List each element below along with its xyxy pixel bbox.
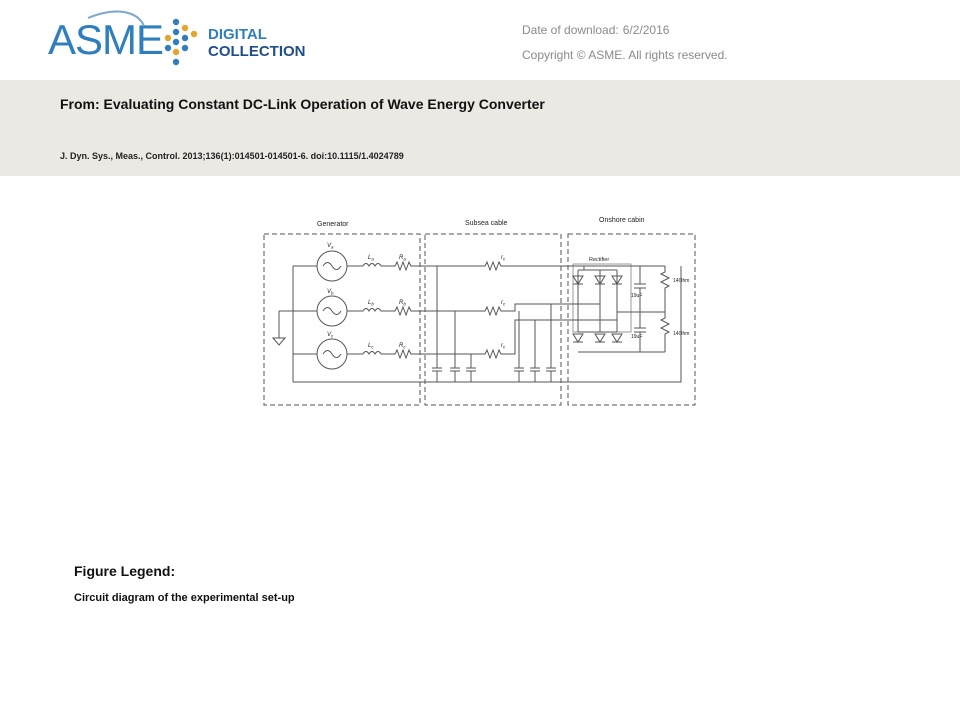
copyright: Copyright © ASME. All rights reserved. bbox=[522, 48, 728, 62]
circuit-diagram: Generator Subsea cable Onshore cabin Rec… bbox=[263, 217, 696, 406]
inductor-b-label: Lb bbox=[368, 300, 374, 307]
ground-icon bbox=[271, 337, 287, 346]
resistor-b-label: Rb bbox=[399, 300, 406, 307]
download-label: Date of download: bbox=[522, 23, 619, 37]
load-2-label: 14Ohm bbox=[673, 331, 689, 337]
label-subsea-cable: Subsea cable bbox=[465, 220, 508, 227]
download-line: Date of download:6/2/2016 bbox=[522, 18, 728, 43]
label-generator: Generator bbox=[317, 221, 349, 228]
logo-collection: COLLECTION bbox=[208, 43, 306, 60]
inductor-a-label: La bbox=[368, 255, 374, 262]
cap-1-label: 19uF bbox=[631, 293, 642, 299]
label-rectifier: Rectifier bbox=[589, 257, 609, 263]
article-citation: J. Dyn. Sys., Meas., Control. 2013;136(1… bbox=[60, 151, 404, 161]
inductor-c-label: Lc bbox=[368, 343, 374, 350]
article-title: From: Evaluating Constant DC-Link Operat… bbox=[60, 96, 545, 112]
source-c-label: Vc bbox=[327, 332, 334, 339]
figure-legend-text: Circuit diagram of the experimental set-… bbox=[74, 592, 295, 604]
load-1-label: 14Ohm bbox=[673, 278, 689, 284]
label-onshore-cabin: Onshore cabin bbox=[599, 217, 645, 224]
source-b-label: Vb bbox=[327, 289, 334, 296]
generator-box bbox=[263, 233, 421, 406]
source-c bbox=[316, 338, 348, 370]
source-a bbox=[316, 250, 348, 282]
logo-dots-icon bbox=[164, 18, 198, 66]
onshore-cabin-box bbox=[567, 233, 696, 406]
source-a-label: Va bbox=[327, 243, 334, 250]
article-band bbox=[0, 80, 960, 176]
subsea-cable-box bbox=[424, 233, 562, 406]
cable-c-label: rc bbox=[501, 343, 506, 350]
logo-digital: DIGITAL bbox=[208, 26, 267, 43]
asme-digital-collection-logo: ASME DIGITAL COLLECTION bbox=[48, 10, 306, 66]
logo-wordmark: ASME bbox=[48, 16, 163, 63]
download-meta: Date of download:6/2/2016 Copyright © AS… bbox=[522, 18, 728, 68]
rectifier-box bbox=[572, 263, 632, 333]
figure-legend-title: Figure Legend: bbox=[74, 563, 176, 579]
resistor-a-label: Ra bbox=[399, 255, 406, 262]
source-b bbox=[316, 295, 348, 327]
cable-a-label: rc bbox=[501, 255, 506, 262]
logo-swoosh bbox=[87, 10, 145, 27]
cap-2-label: 19uF bbox=[631, 334, 642, 340]
cable-b-label: rc bbox=[501, 300, 506, 307]
header: ASME DIGITAL COLLECTION Date of download… bbox=[0, 0, 960, 80]
resistor-c-label: Rc bbox=[399, 343, 406, 350]
download-date: 6/2/2016 bbox=[622, 23, 670, 37]
rectifier-diodes bbox=[572, 275, 623, 343]
